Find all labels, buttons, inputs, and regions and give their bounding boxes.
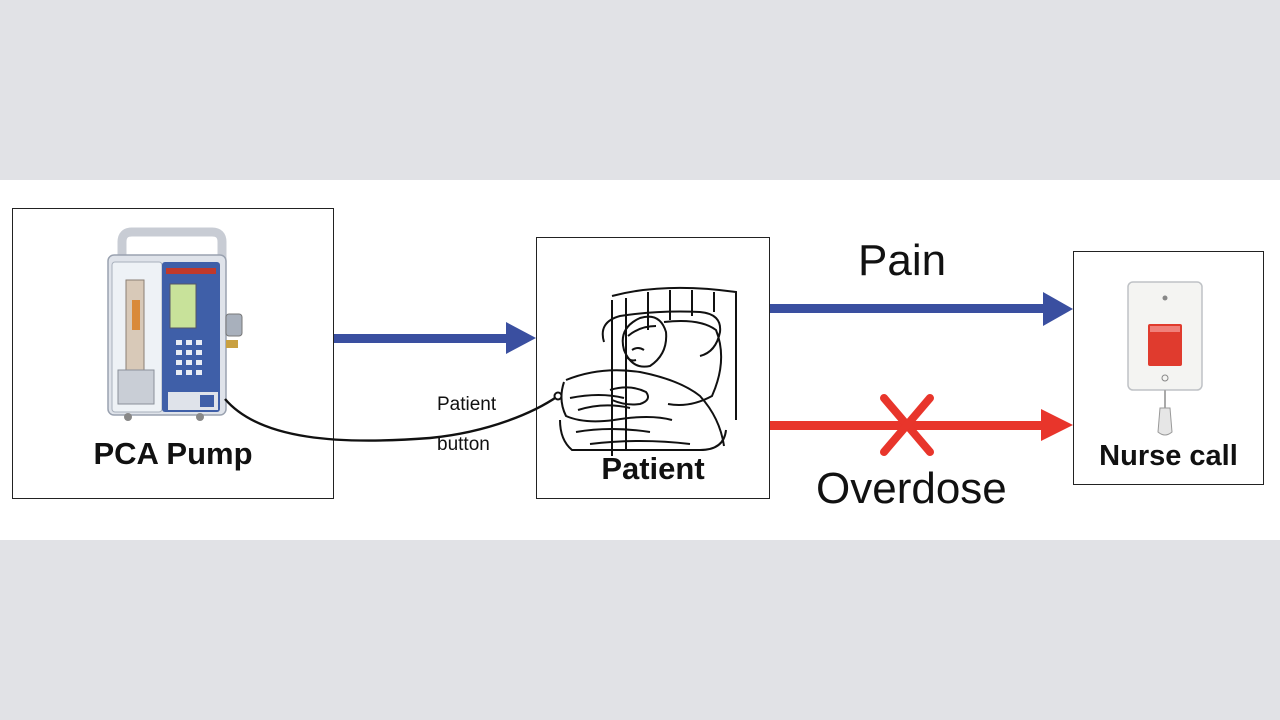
pca-pump-label: PCA Pump: [93, 436, 253, 471]
pain-arrow: [770, 292, 1073, 326]
overdose-label: Overdose: [816, 464, 1007, 513]
nurse-call-icon: [1127, 281, 1203, 436]
patient-button-cable: [224, 395, 559, 442]
pca-pump-icon: [107, 227, 243, 421]
pain-label: Pain: [858, 236, 947, 285]
nurse-call-label: Nurse call: [1099, 440, 1238, 472]
patient-button-label-line2: button: [437, 434, 490, 455]
cross-mark-icon: [880, 394, 934, 456]
pump-to-patient-arrow: [334, 322, 536, 354]
patient-in-bed-icon: [559, 286, 737, 456]
patient-button-label-line1: Patient: [437, 394, 497, 415]
patient-box: [536, 237, 770, 499]
patient-label: Patient: [601, 451, 705, 486]
